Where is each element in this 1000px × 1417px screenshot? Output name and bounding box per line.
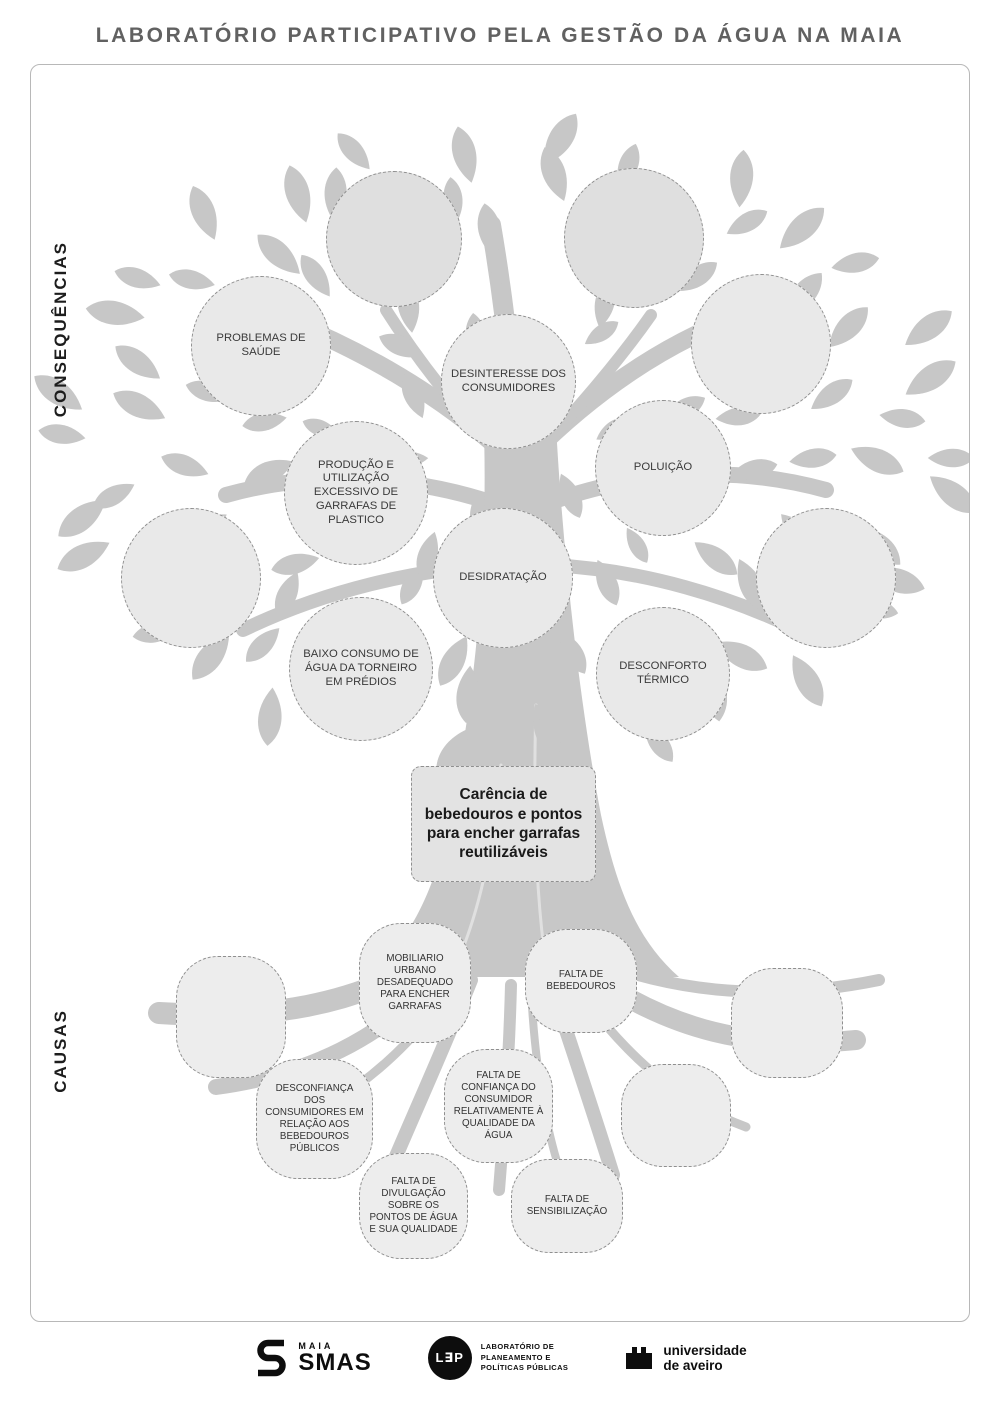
cause-label — [780, 1016, 794, 1030]
consequence-node-empty — [756, 508, 896, 648]
consequence-label: DESIDRATAÇÃO — [459, 571, 547, 584]
consequence-label — [183, 570, 199, 586]
l3p-monogram: L∃P — [435, 1350, 464, 1365]
tree-trunk — [366, 405, 679, 977]
causes-axis-label: CAUSAS — [51, 1009, 70, 1093]
cause-node-lack-confidence-water-quality: FALTA DE CONFIANÇA DO CONSUMIDOR RELATIV… — [444, 1049, 553, 1163]
consequence-label: DESINTERESSE DOS CONSUMIDORES — [451, 367, 566, 394]
ua-wordmark: universidade de aveiro — [663, 1343, 746, 1373]
consequence-label — [386, 231, 402, 247]
consequence-label: POLUIÇÃO — [633, 461, 693, 474]
consequence-node-empty — [326, 171, 462, 307]
cause-node-lack-of-promotion: FALTA DE DIVULGAÇÃO SOBRE OS PONTOS DE Á… — [359, 1153, 468, 1259]
l3p-line-1: LABORATÓRIO DE — [480, 1341, 555, 1351]
consequence-label: BAIXO CONSUMO DE ÁGUA DA TORNEIRO EM PRÉ… — [303, 648, 419, 688]
consequence-node-empty — [691, 274, 831, 414]
consequence-label: PROBLEMAS DE SAÚDE — [216, 332, 306, 358]
consequence-label — [818, 570, 834, 586]
l3p-line-2: PLANEAMENTO E — [480, 1352, 551, 1362]
consequences-axis-label: CONSEQUÊNCIAS — [51, 241, 70, 418]
core-problem-card: Carência de bebedouros e pontos para enc… — [411, 766, 596, 882]
cause-label: MOBILIARIO URBANO DESADEQUADO PARA ENCHE… — [376, 953, 454, 1012]
consequence-node-pollution: POLUIÇÃO — [595, 400, 731, 536]
smas-maia-logo: MAIA SMAS — [253, 1338, 371, 1378]
cause-label — [224, 1010, 238, 1024]
consequence-node-health-problems: PROBLEMAS DE SAÚDE — [191, 276, 331, 416]
cause-node-empty — [176, 956, 286, 1078]
consequence-label: DESCONFORTO TÉRMICO — [619, 660, 707, 686]
consequence-label — [753, 336, 769, 352]
l3p-line-3: POLÍTICAS PÚBLICAS — [480, 1363, 569, 1373]
universidade-aveiro-logo: universidade de aveiro — [624, 1343, 747, 1373]
cause-label: FALTA DE BEBEDOUROS — [546, 969, 616, 992]
consequence-node-empty — [564, 168, 704, 308]
smas-brand-label: MAIA — [298, 1341, 334, 1351]
ua-line-1: universidade — [663, 1342, 747, 1358]
ua-line-2: de aveiro — [663, 1358, 723, 1373]
cause-node-lack-of-awareness: FALTA DE SENSIBILIZAÇÃO — [511, 1159, 623, 1253]
consequence-node-consumer-disinterest: DESINTERESSE DOS CONSUMIDORES — [441, 314, 576, 449]
consequence-label — [626, 230, 642, 246]
cause-node-empty — [621, 1064, 731, 1167]
cause-node-lack-of-fountains: FALTA DE BEBEDOUROS — [525, 929, 637, 1033]
cause-label — [669, 1109, 683, 1123]
cause-label: DESCONFIANÇA DOS CONSUMIDORES EM RELAÇÃO… — [265, 1083, 364, 1154]
core-problem-label: Carência de bebedouros e pontos para enc… — [424, 786, 583, 862]
l3p-wordmark: LABORATÓRIO DE PLANEAMENTO E POLÍTICAS P… — [481, 1342, 569, 1375]
cause-node-empty — [731, 968, 843, 1078]
smas-wordmark: MAIA SMAS — [298, 1341, 371, 1375]
smas-name-label: SMAS — [298, 1349, 372, 1376]
l3p-logo: L∃P LABORATÓRIO DE PLANEAMENTO E POLÍTIC… — [427, 1336, 569, 1380]
cause-label: FALTA DE SENSIBILIZAÇÃO — [526, 1194, 608, 1217]
cause-node-distrust-public-fountains: DESCONFIANÇA DOS CONSUMIDORES EM RELAÇÃO… — [256, 1059, 373, 1179]
cause-node-urban-furniture: MOBILIARIO URBANO DESADEQUADO PARA ENCHE… — [359, 923, 471, 1043]
consequence-node-thermal-discomfort: DESCONFORTO TÉRMICO — [596, 607, 730, 741]
ua-logo-icon — [626, 1347, 653, 1369]
consequence-node-dehydration: DESIDRATAÇÃO — [433, 508, 573, 648]
page-title: LABORATÓRIO PARTICIPATIVO PELA GESTÃO DA… — [95, 24, 905, 47]
consequence-node-low-tap-water: BAIXO CONSUMO DE ÁGUA DA TORNEIRO EM PRÉ… — [289, 597, 433, 741]
l3p-logo-circle: L∃P — [427, 1336, 472, 1380]
smas-logo-icon — [257, 1339, 287, 1377]
consequence-node-plastic-bottles: PRODUÇÃO E UTILIZAÇÃO EXCESSIVO DE GARRA… — [284, 421, 428, 565]
cause-label: FALTA DE CONFIANÇA DO CONSUMIDOR RELATIV… — [453, 1070, 544, 1141]
footer-logos: MAIA SMAS L∃P LABORATÓRIO DE PLANEAMENTO… — [0, 1336, 1000, 1380]
cause-label: FALTA DE DIVULGAÇÃO SOBRE OS PONTOS DE Á… — [369, 1176, 458, 1235]
consequence-label: PRODUÇÃO E UTILIZAÇÃO EXCESSIVO DE GARRA… — [313, 458, 399, 526]
consequence-node-empty — [121, 508, 261, 648]
problem-tree-board: CONSEQUÊNCIAS CAUSAS PROBLEMAS DE SAÚDE … — [30, 64, 970, 1322]
